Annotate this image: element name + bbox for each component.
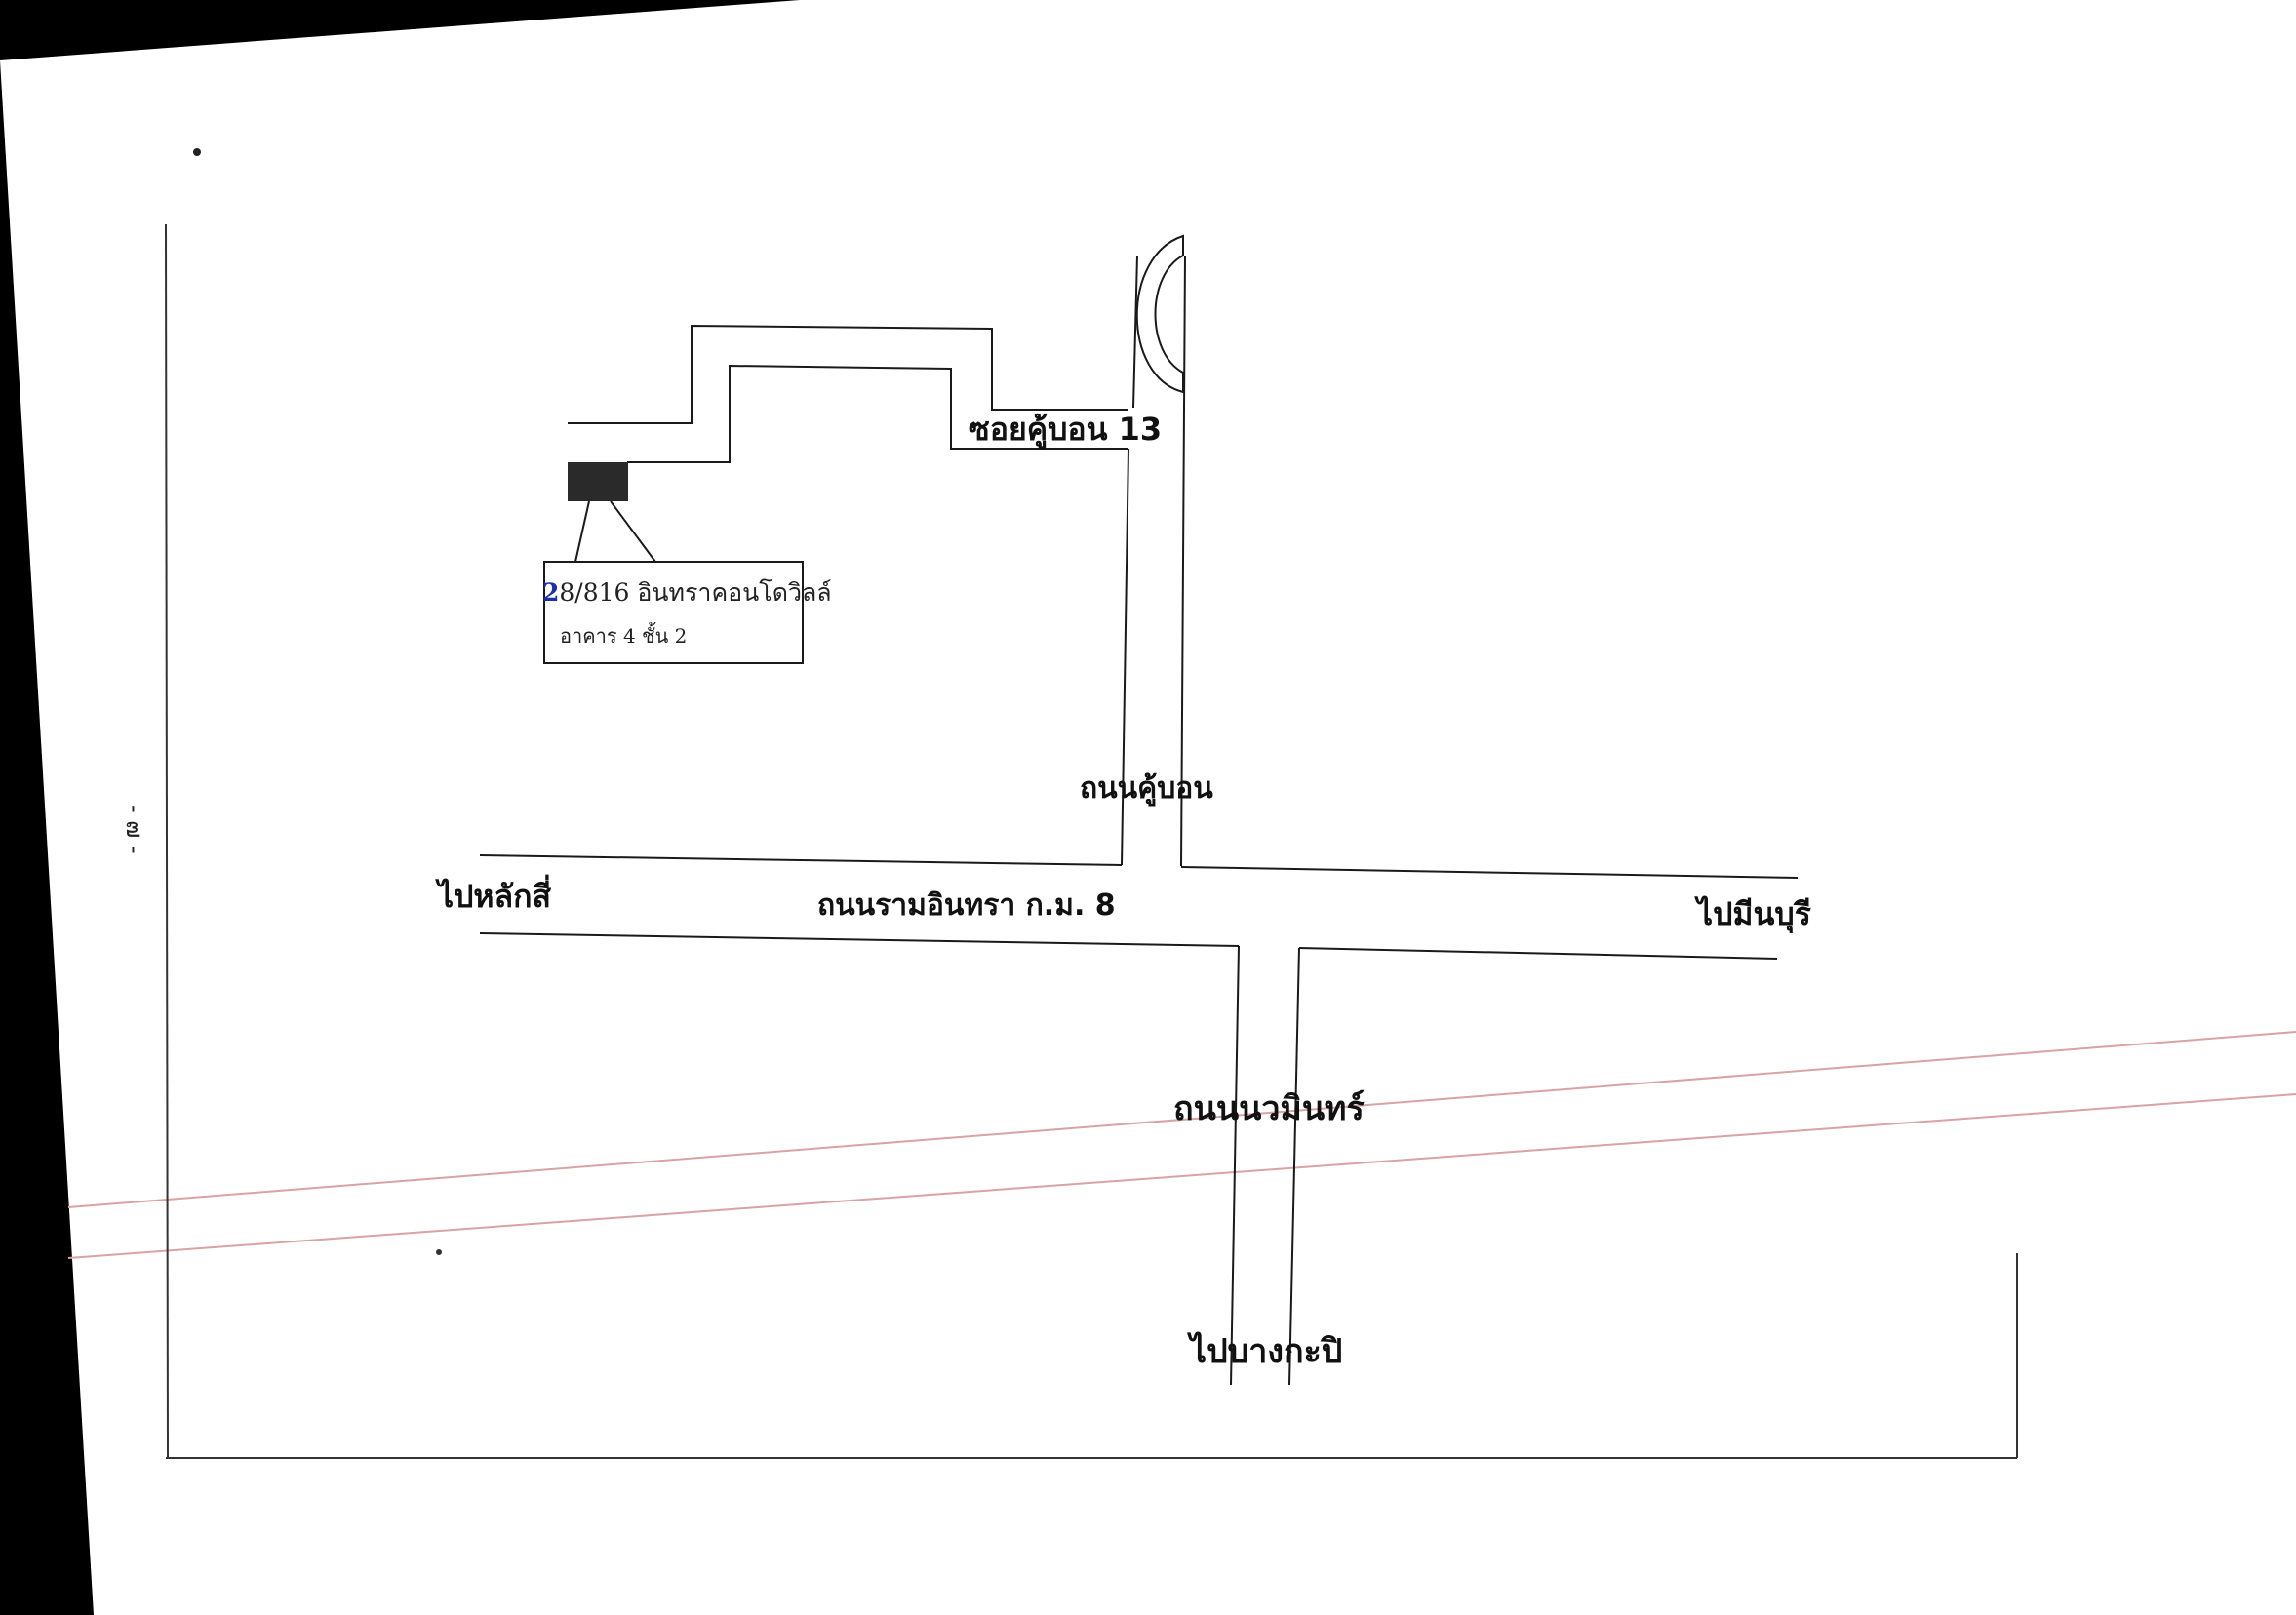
scan-dot — [436, 1249, 442, 1255]
red-rule-line — [67, 1031, 2296, 1208]
khubon-road-right-edge — [1180, 255, 1186, 867]
scan-dot — [193, 148, 201, 156]
nawamin-road-left-edge — [1230, 945, 1240, 1386]
page-number: - ๗ - — [121, 805, 148, 854]
ramin-road-bottom-left — [479, 932, 1240, 947]
soi-path-inner — [627, 364, 1128, 463]
nawamin-road-right-edge — [1288, 947, 1300, 1386]
label-to-min-buri: ไปมีนบุรี — [1694, 895, 1811, 934]
label-khubon-road: ถนนคู้บอน — [1080, 771, 1213, 807]
ramin-road-top-right — [1180, 866, 1799, 879]
label-to-lak-si: ไปหลักสี่ — [435, 874, 551, 915]
address-line1: 28/816 อินทราคอนโดวิลล์ — [542, 578, 832, 607]
address-handwritten-digit: 2 — [542, 578, 559, 607]
address-line1-text: 8/816 อินทราคอนโดวิลล์ — [559, 578, 831, 607]
building-marker — [568, 462, 628, 501]
u-turn-marker — [1135, 234, 1184, 394]
callout-leaders — [574, 500, 656, 563]
label-to-bang-kapi: ไปบางกะปิ — [1187, 1331, 1342, 1371]
ramin-road-top-left — [479, 854, 1123, 866]
khubon-road-left-edge — [1121, 448, 1129, 866]
label-soi-khubon-13: ซอยคู้บอน 13 — [969, 411, 1162, 450]
label-nawamin-road: ถนนนวมินทร์ — [1173, 1089, 1365, 1128]
ramin-road-bottom-right — [1298, 947, 1778, 960]
red-rule-line — [67, 1093, 2296, 1259]
drawing-frame — [165, 223, 2018, 1460]
label-ram-inthra-road: ถนนรามอินทรา ก.ม. 8 — [817, 888, 1116, 923]
address-line2: อาคาร 4 ชั้น 2 — [560, 622, 687, 648]
soi-path-outer — [568, 324, 1128, 424]
address-callout-box — [543, 561, 804, 664]
road-lines — [479, 255, 1799, 1386]
